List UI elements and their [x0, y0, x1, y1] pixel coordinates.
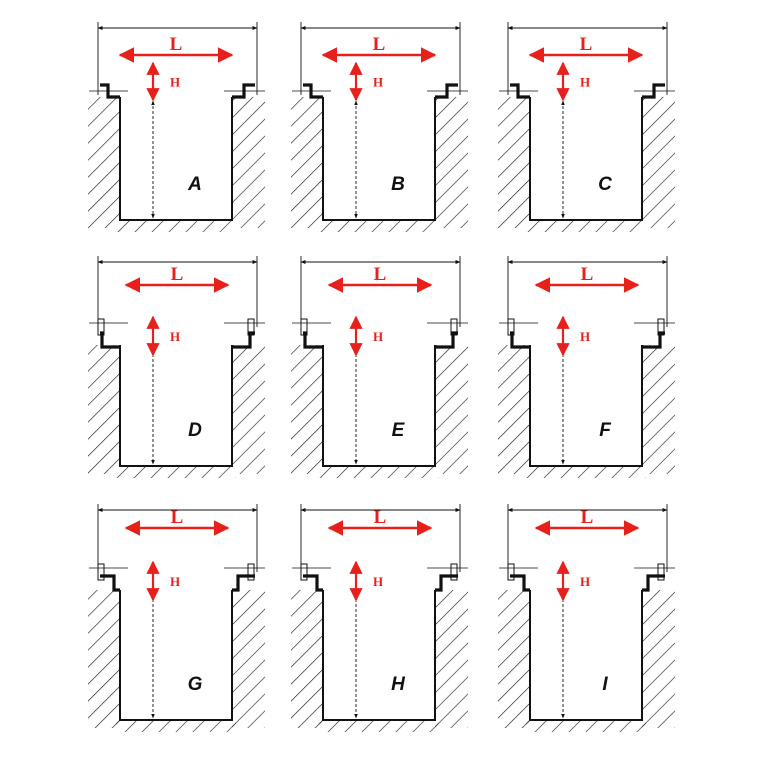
panel-h: L H H: [291, 504, 468, 732]
soil-hatch-right: [435, 345, 468, 474]
frame-profile-right: [435, 574, 458, 592]
frame-profile-right: [435, 331, 458, 349]
panel-letter: G: [188, 674, 203, 695]
width-label-l: L: [171, 507, 184, 528]
soil-hatch-left: [88, 345, 120, 474]
width-label-l: L: [374, 264, 387, 285]
panel-d: L H D: [88, 256, 265, 478]
frame-flange-right: [657, 318, 665, 336]
soil-hatch-left: [291, 345, 323, 474]
panel-f: L H F: [498, 256, 675, 478]
frame-flange-right: [450, 563, 458, 581]
height-label-h: H: [170, 574, 180, 589]
soil-hatch-left: [498, 590, 530, 728]
frame-profile-left: [303, 331, 323, 349]
soil-hatch-right: [232, 590, 265, 728]
soil-hatch-left: [291, 590, 323, 728]
panel-letter: C: [598, 174, 612, 195]
frame-profile-left: [510, 331, 530, 349]
height-label-h: H: [580, 75, 590, 90]
pit-outline: [119, 345, 233, 467]
panel-letter: I: [602, 674, 608, 695]
width-label-l: L: [170, 34, 183, 55]
soil-hatch-bottom: [526, 220, 646, 232]
pit-outline: [119, 97, 233, 221]
frame-profile-left: [303, 574, 323, 592]
panel-letter: D: [188, 420, 202, 441]
soil-hatch-bottom: [116, 720, 236, 732]
panel-g: L H G: [88, 504, 265, 732]
frame-profile-right: [232, 331, 255, 349]
soil-hatch-right: [232, 345, 265, 474]
height-label-h: H: [170, 329, 180, 344]
height-label-h: H: [170, 75, 180, 90]
width-label-l: L: [581, 264, 594, 285]
panel-e: L H E: [291, 256, 468, 478]
height-label-h: H: [373, 574, 383, 589]
width-label-l: L: [580, 34, 593, 55]
soil-hatch-bottom: [526, 720, 646, 732]
frame-profile-right: [642, 331, 665, 349]
soil-hatch-left: [291, 97, 323, 228]
soil-hatch-right: [232, 97, 265, 228]
soil-hatch-bottom: [319, 720, 439, 732]
soil-hatch-bottom: [319, 220, 439, 232]
soil-hatch-left: [498, 345, 530, 474]
panel-i: L H I: [498, 504, 675, 732]
frame-profile-right: [642, 574, 665, 592]
pit-outline: [322, 345, 436, 467]
panel-letter: F: [599, 420, 612, 441]
height-label-h: H: [580, 574, 590, 589]
pit-outline: [322, 590, 436, 721]
panel-letter: B: [391, 174, 405, 195]
height-label-h: H: [373, 329, 383, 344]
soil-hatch-right: [642, 590, 675, 728]
frame-profile-left: [100, 574, 120, 592]
soil-hatch-right: [642, 345, 675, 474]
soil-hatch-bottom: [526, 466, 646, 478]
frame-profile-left: [510, 574, 530, 592]
soil-hatch-right: [642, 97, 675, 228]
frame-flange-right: [247, 563, 255, 581]
panel-letter: E: [392, 420, 406, 441]
frame-flange-right: [450, 318, 458, 336]
soil-hatch-left: [88, 590, 120, 728]
height-label-h: H: [580, 329, 590, 344]
frame-profile-left: [100, 331, 120, 349]
frame-profile-right: [232, 574, 255, 592]
pit-outline: [529, 345, 643, 467]
frame-flange-right: [657, 563, 665, 581]
soil-hatch-left: [498, 97, 530, 228]
pit-outline: [119, 590, 233, 721]
width-label-l: L: [373, 34, 386, 55]
frame-flange-right: [247, 318, 255, 336]
soil-hatch-right: [435, 97, 468, 228]
panel-c: L H C: [498, 22, 675, 232]
pit-outline: [529, 97, 643, 221]
soil-hatch-bottom: [319, 466, 439, 478]
soil-hatch-bottom: [116, 466, 236, 478]
pit-outline: [529, 590, 643, 721]
pit-outline: [322, 97, 436, 221]
width-label-l: L: [171, 264, 184, 285]
panel-a: L H A: [88, 22, 265, 232]
width-label-l: L: [581, 507, 594, 528]
panel-b: L H B: [291, 22, 468, 232]
soil-hatch-right: [435, 590, 468, 728]
panel-letter: A: [187, 174, 202, 195]
panel-letter: H: [391, 674, 406, 695]
soil-hatch-bottom: [116, 220, 236, 232]
height-label-h: H: [373, 75, 383, 90]
width-label-l: L: [374, 507, 387, 528]
soil-hatch-left: [88, 97, 120, 228]
